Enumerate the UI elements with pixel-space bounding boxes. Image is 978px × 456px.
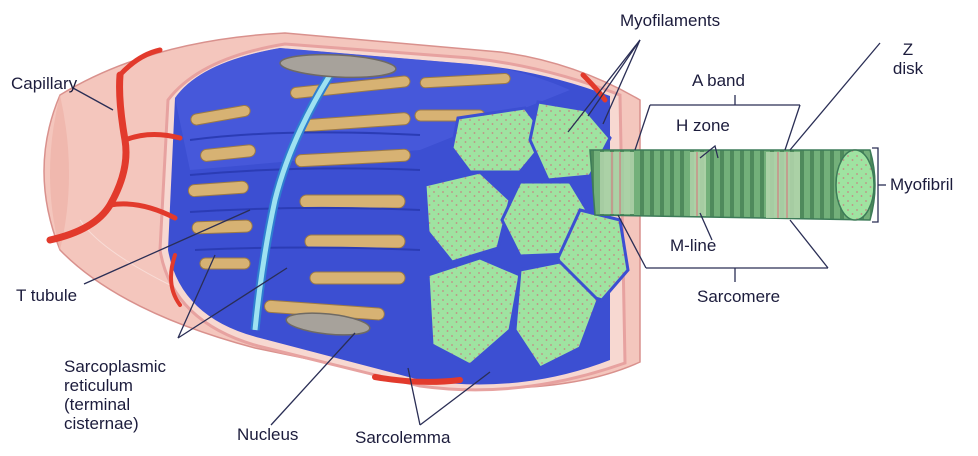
sr-label-line-1: Sarcoplasmic xyxy=(64,357,224,376)
sr-label-line-2: reticulum xyxy=(64,376,224,395)
capillary-label: Capillary xyxy=(11,74,77,93)
sarcolemma-label: Sarcolemma xyxy=(355,428,450,447)
myofibril-label: Myofibril xyxy=(890,175,953,194)
z-disk-line-2: disk xyxy=(888,59,928,78)
z-disk-label: Z disk xyxy=(888,40,928,78)
z-disk-line-1: Z xyxy=(888,40,928,59)
h-zone-label: H zone xyxy=(676,116,730,135)
a-band-label: A band xyxy=(692,71,745,90)
myofibril-extension xyxy=(590,150,875,220)
sr-label-line-4: cisternae) xyxy=(64,414,224,433)
sarcoplasmic-reticulum-label: Sarcoplasmic reticulum (terminal cistern… xyxy=(64,357,224,433)
myofilaments-label: Myofilaments xyxy=(620,11,720,30)
sr-label-line-3: (terminal xyxy=(64,395,224,414)
m-line-label: M-line xyxy=(670,236,716,255)
t-tubule-label: T tubule xyxy=(16,286,77,305)
nucleus-label: Nucleus xyxy=(237,425,298,444)
sarcomere-label: Sarcomere xyxy=(697,287,780,306)
